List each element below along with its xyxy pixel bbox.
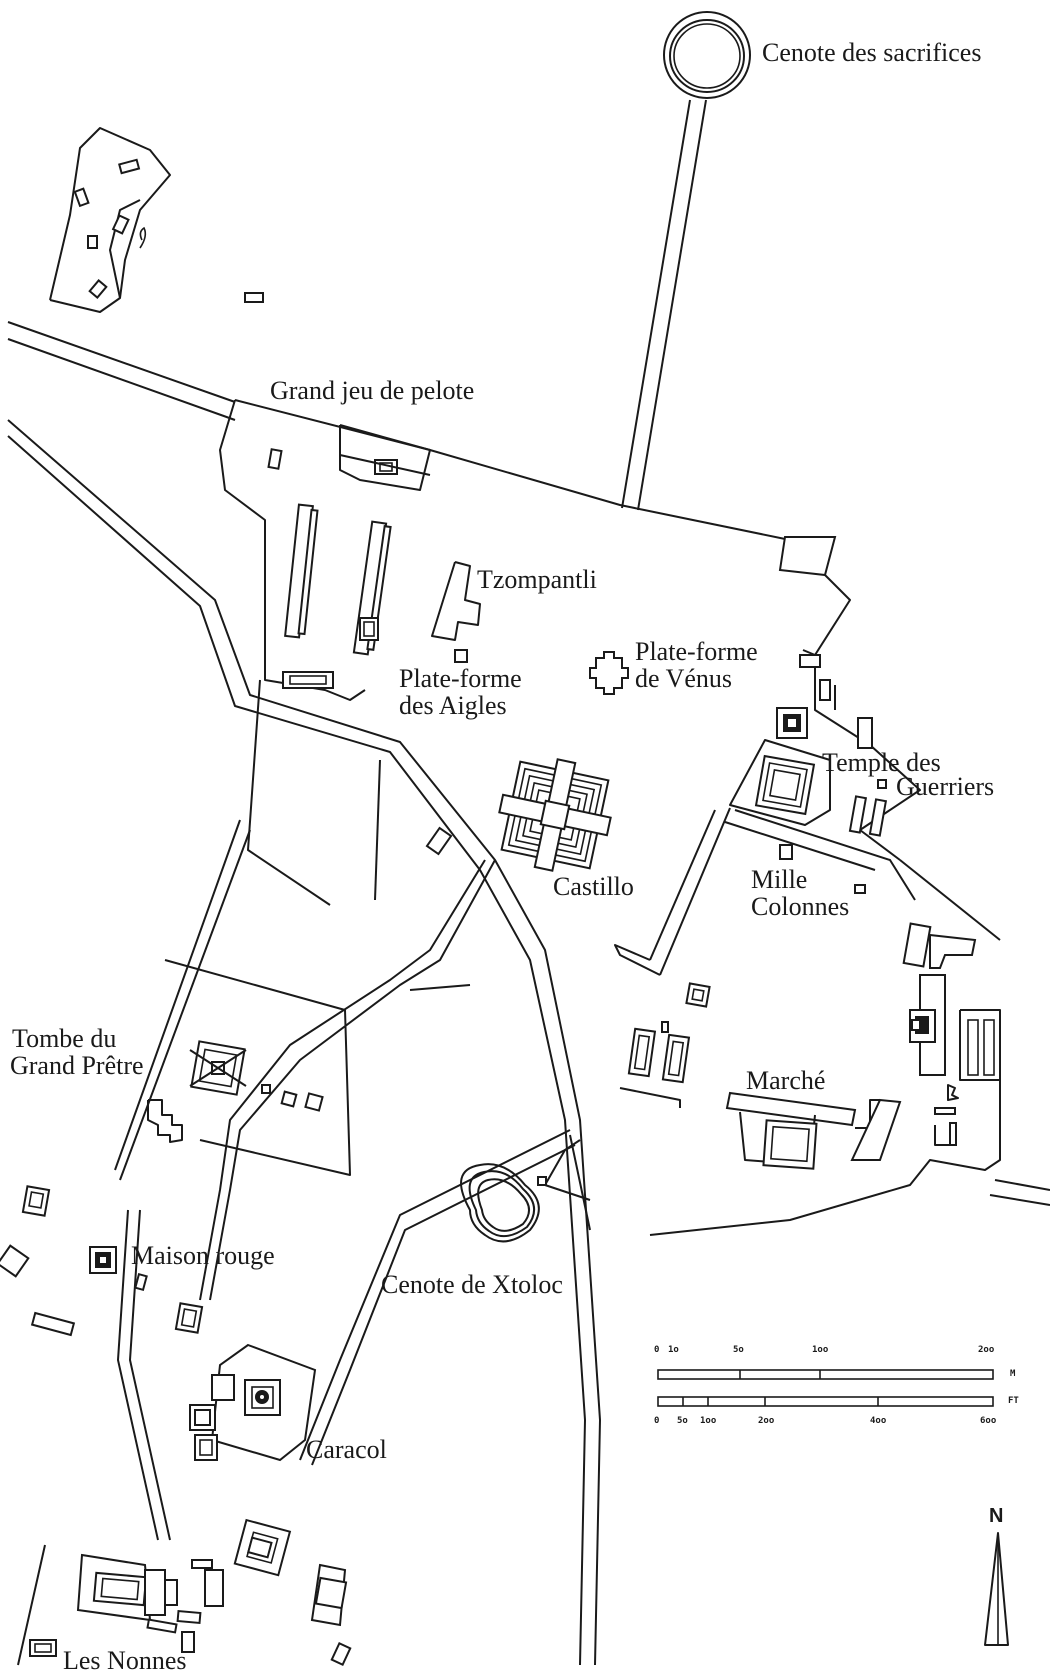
tombe-grand-pretre [147, 1040, 324, 1143]
les-nonnes-structure [17, 1544, 224, 1666]
label-guerriers-1: Temple des [822, 748, 941, 777]
scale-m-tick-1: 1o [668, 1345, 679, 1355]
venus-platform [589, 651, 629, 695]
label-cenote-sacrifices: Cenote des sacrifices [762, 38, 982, 67]
scale-ft-tick-3: 2oo [758, 1416, 775, 1426]
tzompantli-structure [431, 561, 481, 663]
label-tombe-1: Tombe du [12, 1024, 117, 1053]
nw-complex [49, 127, 264, 313]
sacbe-north-causeway [621, 99, 707, 511]
marche-structure [725, 1091, 902, 1170]
label-maison-rouge: Maison rouge [131, 1241, 275, 1270]
scale-m-unit: M [1010, 1369, 1016, 1379]
label-guerriers-2: Guerriers [896, 772, 995, 801]
label-aigles-2: des Aigles [399, 691, 507, 720]
scale-m-tick-2: 5o [733, 1345, 744, 1355]
scale-m-tick-3: 1oo [812, 1345, 829, 1355]
scale-m-tick-0: 0 [654, 1345, 660, 1355]
scale-bar [657, 1369, 994, 1407]
label-tzompantli: Tzompantli [477, 565, 597, 594]
label-venus-2: de Vénus [635, 664, 733, 693]
label-mille-2: Colonnes [751, 892, 850, 921]
north-label: N [989, 1505, 1004, 1527]
caracol-structure [189, 1343, 317, 1462]
central-temples [537, 982, 711, 1186]
temple-guerriers [614, 654, 916, 976]
label-caracol: Caracol [306, 1435, 387, 1464]
west-buildings [0, 1185, 204, 1337]
scale-m-tick-4: 2oo [978, 1345, 995, 1355]
label-grand-jeu: Grand jeu de pelote [270, 376, 475, 405]
north-arrow [984, 1532, 1009, 1646]
cenote-sacrifices-outline [663, 11, 751, 99]
south-buildings [233, 1518, 352, 1667]
label-xtoloc: Cenote de Xtoloc [381, 1270, 563, 1299]
cenote-xtoloc-outline [460, 1163, 540, 1243]
small-structure [425, 826, 453, 856]
scale-ft-tick-0: 0 [654, 1416, 660, 1426]
label-venus-1: Plate-forme [635, 637, 758, 666]
ball-court [219, 399, 431, 701]
label-castillo: Castillo [553, 872, 634, 901]
label-aigles-1: Plate-forme [399, 664, 522, 693]
roads [7, 419, 601, 1666]
label-marche: Marché [746, 1066, 826, 1095]
scale-ft-tick-4: 4oo [870, 1416, 887, 1426]
scale-ft-tick-1: 5o [677, 1416, 688, 1426]
east-buildings [778, 536, 1001, 1146]
castillo-pyramid [498, 758, 612, 872]
label-mille-1: Mille [751, 865, 808, 894]
scale-ft-tick-5: 6oo [980, 1416, 997, 1426]
scale-ft-tick-2: 1oo [700, 1416, 717, 1426]
scale-ft-unit: FT [1008, 1396, 1019, 1406]
label-nonnes: Les Nonnes [63, 1646, 187, 1675]
label-tombe-2: Grand Prêtre [10, 1051, 144, 1080]
